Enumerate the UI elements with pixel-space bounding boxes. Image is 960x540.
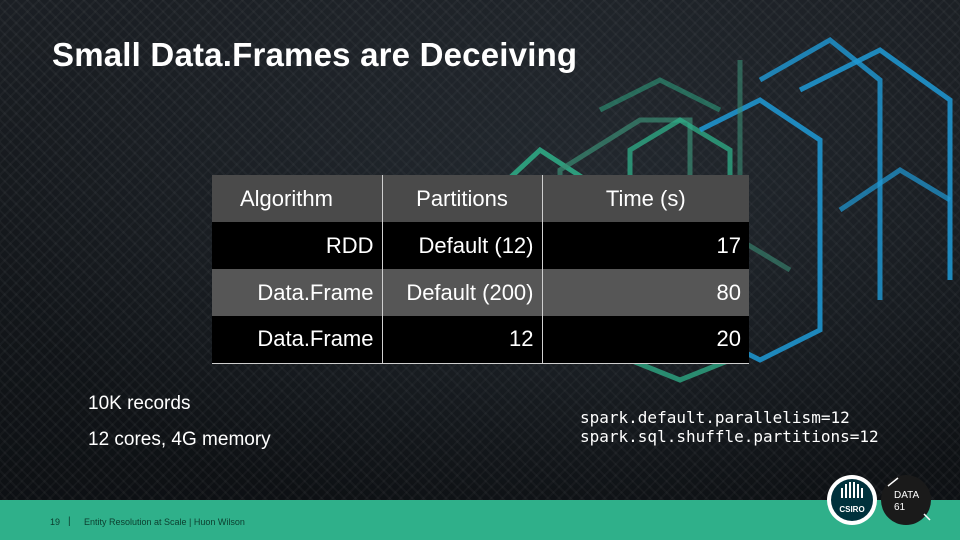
slide-title: Small Data.Frames are Deceiving: [52, 36, 578, 73]
table-row: Data.Frame 12 20: [212, 316, 749, 364]
footer-text: Entity Resolution at Scale | Huon Wilson: [84, 517, 245, 527]
csiro-logo: CSIRO: [827, 475, 877, 525]
cell-algorithm: Data.Frame: [212, 316, 383, 364]
data61-logo: DATA 61: [881, 475, 931, 525]
page-number: 19: [50, 517, 61, 527]
footer-separator: |: [68, 516, 71, 527]
csiro-logo-text: CSIRO: [839, 505, 864, 514]
cell-time: 17: [716, 232, 741, 258]
cell-partitions: Default (200): [382, 269, 543, 316]
footer-bar: 19 | Entity Resolution at Scale | Huon W…: [0, 500, 960, 540]
config-parallelism: spark.default.parallelism=12: [580, 408, 850, 427]
table-row: RDD Default (12) 17: [212, 222, 749, 269]
header-time: Time (s): [605, 185, 686, 211]
cell-partitions: Default (12): [382, 222, 543, 269]
cell-algorithm: Data.Frame: [212, 269, 383, 316]
cell-time: 80: [716, 279, 741, 305]
header-partitions: Partitions: [382, 175, 543, 222]
logos: CSIRO DATA 61: [827, 475, 931, 525]
results-table: Algorithm Partitions Time (s) RDD Defaul…: [212, 175, 749, 364]
hardware-note: 12 cores, 4G memory: [88, 429, 271, 450]
records-note: 10K records: [88, 393, 191, 414]
cell-time: 20: [542, 316, 749, 364]
cell-algorithm: RDD: [212, 222, 383, 269]
config-shuffle-partitions: spark.sql.shuffle.partitions=12: [580, 427, 879, 446]
data61-logo-line2: 61: [894, 502, 906, 513]
table-row: Data.Frame Default (200) 80: [212, 269, 749, 316]
cell-partitions: 12: [382, 316, 543, 364]
data61-logo-line1: DATA: [894, 490, 920, 501]
spark-config: spark.default.parallelism=12 spark.sql.s…: [580, 408, 879, 446]
header-algorithm: Algorithm: [212, 175, 383, 222]
table-header-row: Algorithm Partitions Time (s): [212, 175, 749, 222]
